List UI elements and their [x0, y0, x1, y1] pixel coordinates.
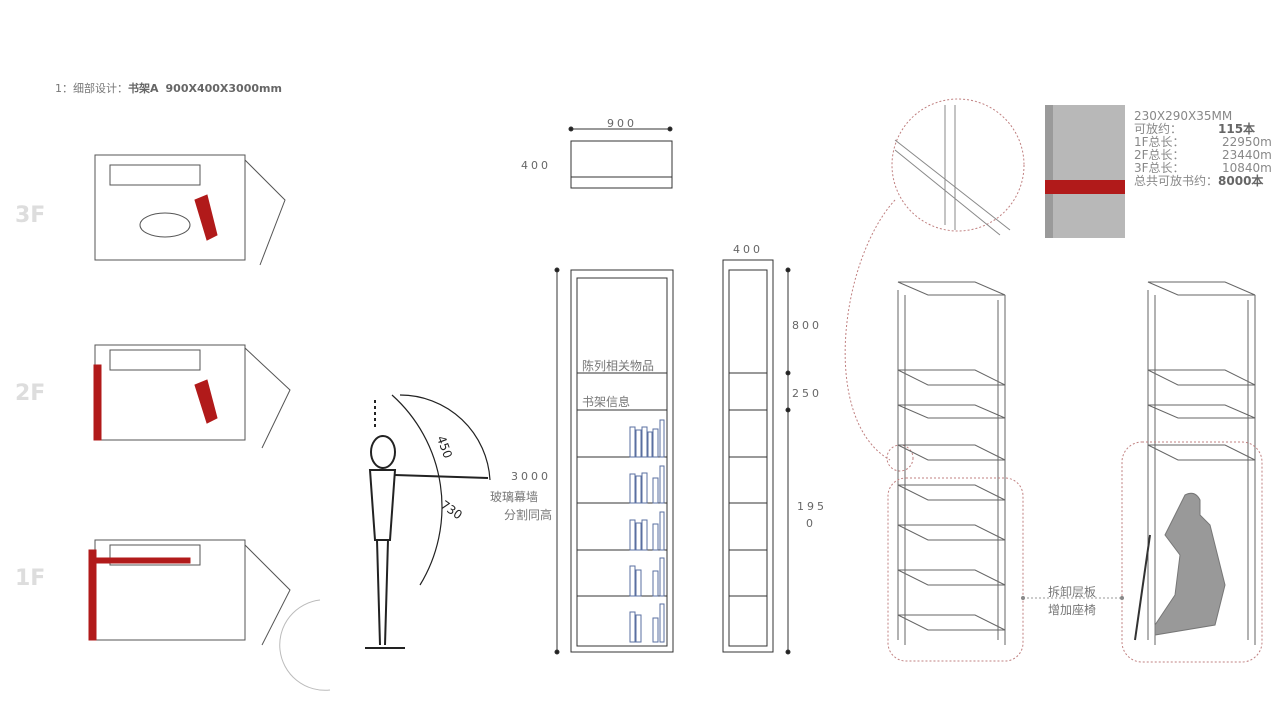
front-elevation	[554, 267, 674, 655]
total-label: 总共可放书约：	[1134, 174, 1219, 188]
capacity-value: 115本	[1218, 122, 1256, 136]
dim-top-width: 900	[607, 117, 637, 130]
isometric-shelf-left	[887, 281, 1024, 662]
capacity-label: 可放约：	[1134, 122, 1183, 136]
detail-circle	[844, 98, 1025, 472]
shelf-label-info: 书架信息	[582, 395, 631, 409]
note-line-2: 增加座椅	[1048, 603, 1097, 617]
height-note-2: 分割同高	[504, 508, 553, 522]
isometric-shelf-right	[1121, 281, 1263, 663]
f3-value: 10840m	[1222, 161, 1272, 175]
floor-plan-1f	[88, 539, 331, 691]
f2-value: 23440m	[1222, 148, 1272, 162]
f2-label: 2F总长：	[1134, 148, 1185, 162]
title-prefix: 1：细部设计：	[55, 82, 128, 95]
dim-height: 3000	[511, 470, 551, 483]
human-figure	[365, 394, 491, 649]
f1-value: 22950m	[1222, 135, 1272, 149]
dim-side-depth: 400	[733, 243, 763, 256]
dim-middle: 250	[792, 387, 822, 400]
floor-plan-3f	[94, 154, 286, 266]
dim-upper: 800	[792, 319, 822, 332]
title-name: 书架A	[128, 82, 159, 95]
floor-plan-2f	[93, 344, 291, 449]
title-size: 900X400X3000mm	[165, 82, 282, 95]
page-title: 1：细部设计：书架A 900X400X3000mm	[55, 80, 282, 96]
note-line-1: 拆卸层板	[1048, 585, 1097, 599]
height-note-1: 玻璃幕墙	[490, 490, 539, 504]
f3-label: 3F总长：	[1134, 161, 1185, 175]
book-size: 230X290X35MM	[1134, 109, 1233, 123]
floor-label-2f: 2F	[15, 381, 46, 406]
f1-label: 1F总长：	[1134, 135, 1185, 149]
shelf-label-display: 陈列相关物品	[582, 359, 655, 373]
side-elevation	[722, 259, 791, 655]
dim-top-depth: 400	[521, 159, 551, 172]
floor-label-1f: 1F	[15, 566, 46, 591]
total-value: 8000本	[1218, 174, 1264, 188]
top-plan-view	[568, 126, 673, 189]
floor-label-3f: 3F	[15, 203, 46, 228]
dim-lower-1: 195	[797, 500, 827, 513]
book-image	[1045, 105, 1125, 238]
book-specs: 230X290X35MM 可放约： 115本 1F总长： 22950m 2F总长： 2…	[1134, 110, 1272, 188]
dim-lower-2: 0	[806, 517, 816, 530]
